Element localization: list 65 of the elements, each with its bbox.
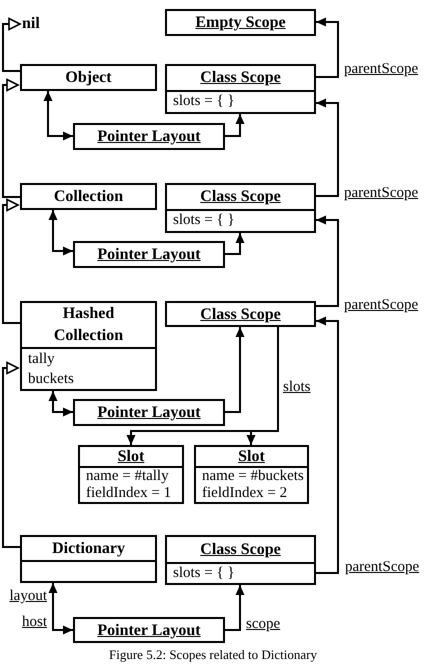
attribute-text: slots = { } (173, 92, 235, 110)
class-box (20, 183, 157, 210)
attribute-text: fieldIndex = 1 (86, 485, 172, 502)
arrow (225, 585, 244, 631)
object-name: Pointer Layout (97, 127, 201, 147)
object-name: Slot (238, 446, 265, 466)
class-name: Hashed Collection (52, 304, 124, 346)
role-label: parentScope (345, 558, 420, 576)
double-arrow (48, 391, 73, 416)
role-label: slots (283, 378, 311, 396)
attribute-text: slots = { } (173, 211, 235, 229)
arrow (316, 216, 339, 307)
object-box (78, 445, 184, 504)
class-name: Collection (54, 187, 124, 207)
class-box (20, 535, 157, 583)
object-box (165, 64, 316, 114)
role-label: parentScope (344, 60, 418, 78)
role-label: layout (10, 587, 47, 605)
arrow (225, 327, 244, 413)
class-name: Object (65, 68, 112, 88)
object-box (165, 535, 316, 585)
object-name: Class Scope (200, 540, 281, 560)
double-arrow (44, 91, 73, 140)
object-box (194, 445, 309, 504)
object-box (165, 183, 316, 233)
object-box (73, 123, 225, 150)
class-name: Dictionary (52, 538, 125, 558)
object-name: Slot (118, 446, 144, 466)
double-arrow (48, 210, 73, 256)
role-label: parentScope (344, 184, 418, 202)
class-box (20, 64, 157, 91)
role-label: host (22, 613, 47, 631)
object-name: Empty Scope (195, 13, 286, 33)
object-name: Class Scope (200, 68, 281, 88)
object-name: Class Scope (200, 187, 281, 207)
role-label: parentScope (344, 296, 418, 314)
attribute-text: tally (28, 350, 55, 369)
attribute-text: name = #tally (86, 468, 169, 485)
arrow (316, 98, 339, 197)
object-box (73, 617, 225, 643)
object-box (73, 399, 225, 426)
object-name: Pointer Layout (97, 620, 201, 640)
inheritance-arrow (2, 362, 20, 548)
object-box (73, 241, 225, 268)
attribute-text: slots = { } (173, 564, 235, 582)
inheritance-arrow (2, 78, 20, 198)
inheritance-arrow (2, 18, 21, 72)
object-box (165, 301, 316, 327)
class-box (20, 301, 157, 391)
class-label: nil (22, 15, 40, 33)
object-box (165, 9, 316, 36)
object-name: Pointer Layout (97, 403, 201, 423)
object-name: Class Scope (200, 304, 281, 324)
attribute-text: buckets (28, 370, 74, 389)
attribute-text: name = #buckets (202, 468, 304, 485)
figure-caption: Figure 5.2: Scopes related to Dictionary (109, 647, 317, 662)
arrow (225, 233, 244, 255)
object-name: Pointer Layout (97, 245, 201, 265)
arrow (246, 327, 279, 445)
double-arrow (48, 583, 73, 634)
arrow (225, 114, 244, 137)
attribute-text: fieldIndex = 2 (202, 485, 288, 502)
inheritance-arrow (2, 198, 20, 324)
arrow (316, 316, 339, 574)
arrow (316, 18, 339, 78)
